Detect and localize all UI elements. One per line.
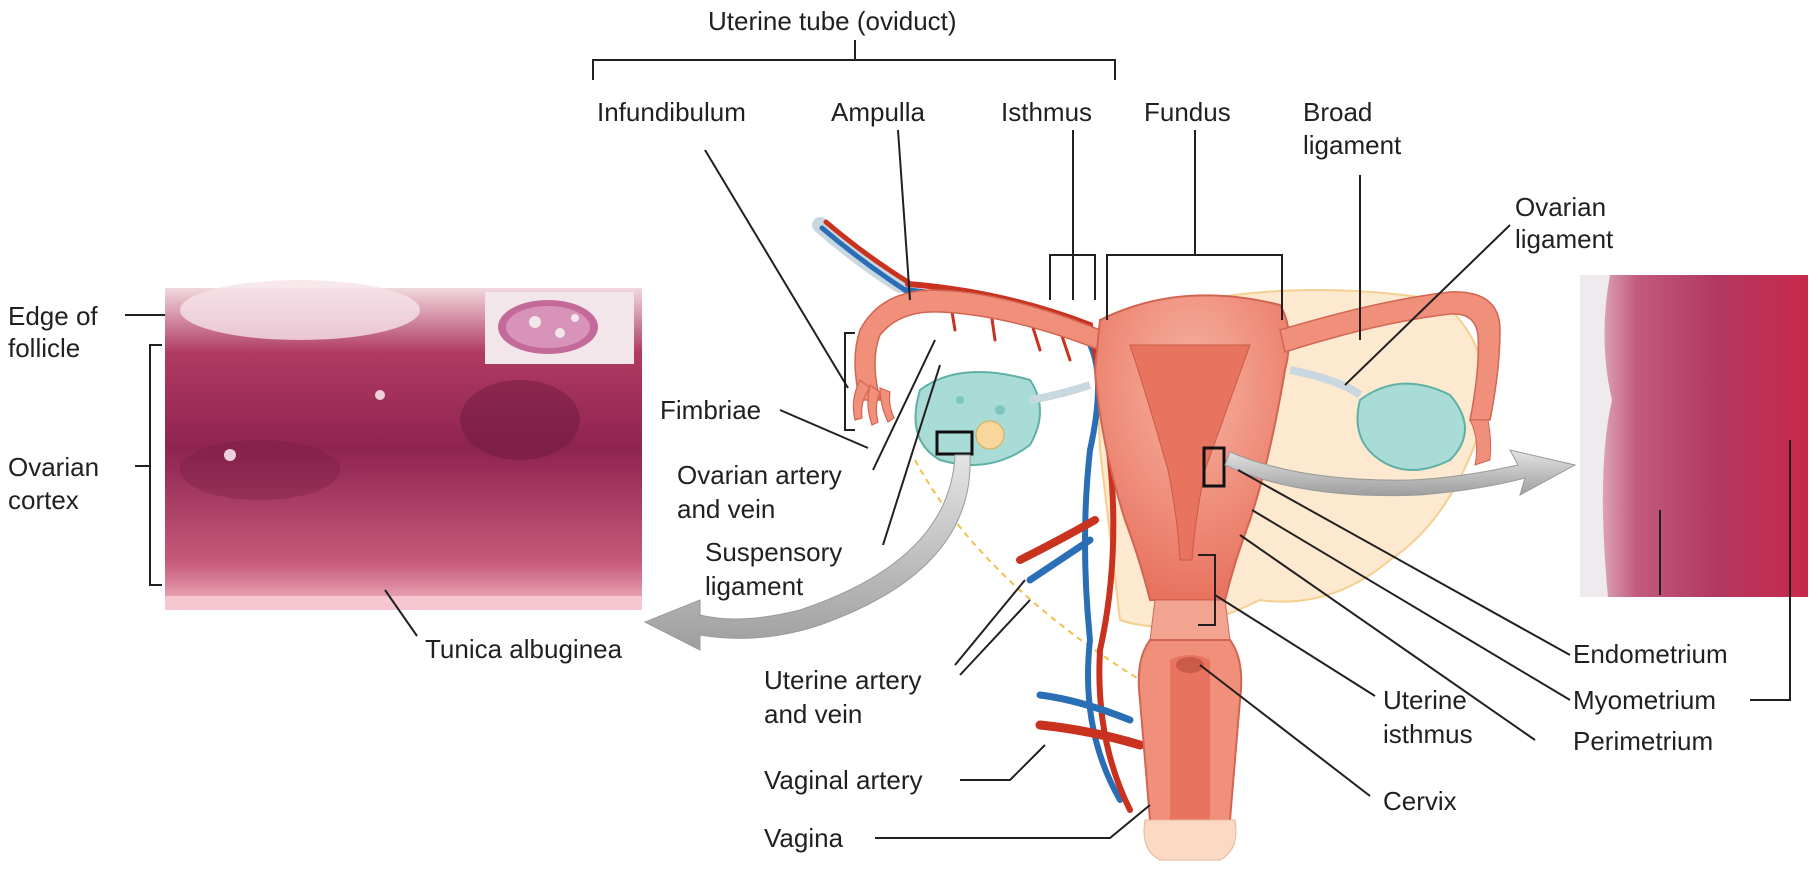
uterus-histology-image — [1580, 275, 1808, 597]
label-ovarian-artery-1: Ovarian artery — [677, 460, 842, 490]
label-cervix: Cervix — [1383, 786, 1457, 816]
label-fimbriae: Fimbriae — [660, 395, 762, 425]
label-ovarian-ligament-2: ligament — [1515, 224, 1614, 254]
label-ovarian-artery-2: and vein — [677, 494, 776, 524]
leader-lines — [125, 40, 1791, 839]
uterus-zoom-box — [1202, 446, 1226, 488]
label-uterine-tube: Uterine tube (oviduct) — [708, 6, 957, 36]
label-endometrium: Endometrium — [1573, 639, 1728, 669]
left-fimbriae — [852, 379, 895, 426]
label-vagina: Vagina — [764, 823, 844, 853]
label-ovarian-cortex-2: cortex — [8, 485, 79, 515]
ovary-histology-image — [165, 280, 642, 610]
label-edge-of-follicle-1: Edge of — [8, 301, 98, 331]
label-vaginal-artery: Vaginal artery — [764, 765, 923, 795]
label-ovarian-cortex-1: Ovarian — [8, 452, 100, 482]
ovary-zoom-box — [935, 430, 974, 456]
uterus-zoom-arrow — [1224, 449, 1577, 497]
label-edge-of-follicle-2: follicle — [8, 333, 81, 363]
right-ovary — [1289, 366, 1492, 471]
label-myometrium: Myometrium — [1573, 685, 1717, 715]
suspensory-dashed-line — [914, 459, 1141, 681]
left-ovary — [914, 371, 1092, 466]
label-isthmus: Isthmus — [1001, 97, 1093, 127]
label-suspensory-2: ligament — [705, 571, 804, 601]
label-tunica-albuginea: Tunica albuginea — [425, 634, 623, 664]
label-ampulla: Ampulla — [831, 97, 925, 127]
label-broad-ligament-1: Broad — [1303, 97, 1373, 127]
label-perimetrium: Perimetrium — [1573, 726, 1714, 756]
label-uterine-isthmus-2: isthmus — [1383, 719, 1473, 749]
ovary-zoom-arrow — [643, 454, 971, 651]
label-broad-ligament-2: ligament — [1303, 130, 1402, 160]
label-infundibulum: Infundibulum — [597, 97, 746, 127]
label-uterine-artery-1: Uterine artery — [764, 665, 922, 695]
label-fundus: Fundus — [1144, 97, 1231, 127]
label-ovarian-ligament-1: Ovarian — [1515, 192, 1607, 222]
label-uterine-artery-2: and vein — [764, 699, 863, 729]
label-suspensory-1: Suspensory — [705, 537, 843, 567]
uterus — [1093, 294, 1290, 861]
label-uterine-isthmus-1: Uterine — [1383, 685, 1467, 715]
